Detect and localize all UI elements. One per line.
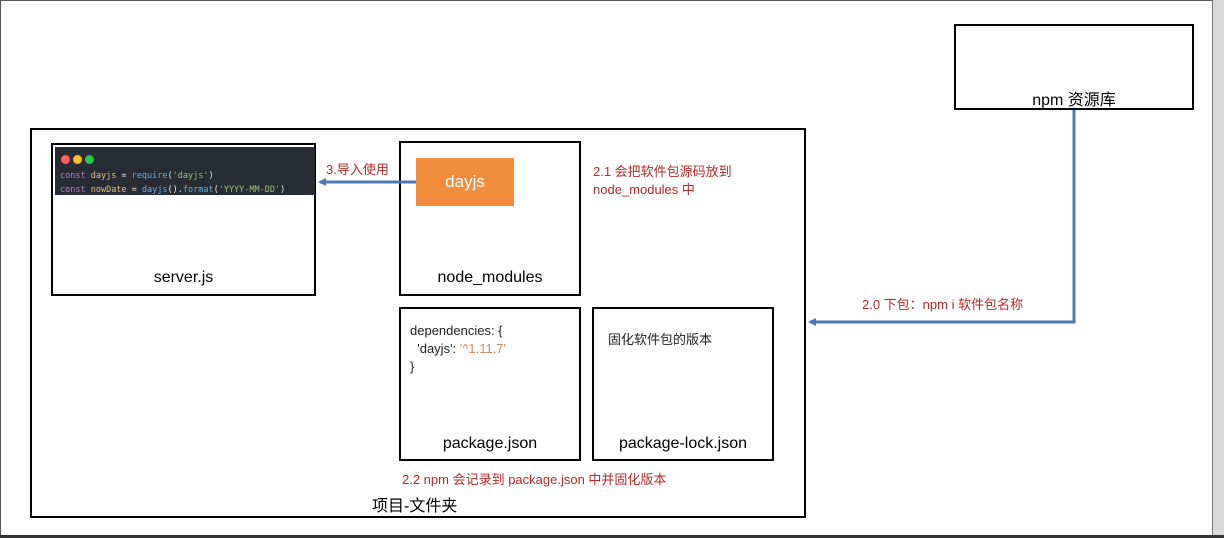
download-annotation: 2.0 下包：npm i 软件包名称 bbox=[862, 297, 1024, 312]
dependencies-snippet: dependencies: { 'dayjs': '^1.11.7' } bbox=[410, 322, 506, 376]
deps-close-line: } bbox=[410, 359, 415, 374]
package-lock-note: 固化软件包的版本 bbox=[608, 332, 713, 347]
package-json-box: package.json bbox=[399, 307, 581, 461]
minimize-dot-icon bbox=[73, 155, 82, 164]
frame-right-border bbox=[1212, 0, 1213, 538]
package-lock-box: 固化软件包的版本 package-lock.json bbox=[592, 307, 774, 461]
server-js-label: server.js bbox=[153, 269, 214, 286]
put-source-annotation-line1: 2.1 会把软件包源码放到 bbox=[593, 164, 732, 179]
import-annotation: 3.导入使用 bbox=[326, 162, 389, 177]
frame-top-border bbox=[0, 0, 1224, 1]
record-annotation: 2.2 npm 会记录到 package.json 中并固化版本 bbox=[402, 472, 667, 487]
code-snippet: const dayjs = require('dayjs') const now… bbox=[55, 147, 315, 195]
npm-registry-box: npm 资源库 bbox=[954, 24, 1194, 110]
server-js-box: const dayjs = require('dayjs') const now… bbox=[51, 143, 316, 296]
deps-entry-line: 'dayjs': '^1.11.7' bbox=[417, 341, 507, 356]
deps-open-line: dependencies: { bbox=[410, 323, 503, 338]
code-line-1: const dayjs = require('dayjs') bbox=[60, 171, 214, 181]
dayjs-package-badge: dayjs bbox=[416, 158, 514, 206]
code-line-2: const nowDate = dayjs().format('YYYY-MM-… bbox=[60, 185, 286, 195]
node-modules-label: node_modules bbox=[437, 269, 543, 286]
package-lock-label: package-lock.json bbox=[618, 435, 748, 452]
project-folder-label: 项目-文件夹 bbox=[372, 498, 458, 515]
frame-left-border bbox=[0, 0, 1, 538]
download-arrow bbox=[808, 110, 1076, 326]
close-dot-icon bbox=[61, 155, 70, 164]
maximize-dot-icon bbox=[85, 155, 94, 164]
scrollbar-track[interactable] bbox=[1212, 0, 1224, 538]
window-controls bbox=[61, 151, 97, 169]
deps-version: '^1.11.7' bbox=[459, 341, 507, 356]
put-source-annotation-line2: node_modules 中 bbox=[593, 182, 695, 197]
package-json-label: package.json bbox=[442, 435, 538, 452]
npm-registry-label: npm 资源库 bbox=[1032, 92, 1116, 109]
frame-bottom-border bbox=[0, 535, 1224, 538]
